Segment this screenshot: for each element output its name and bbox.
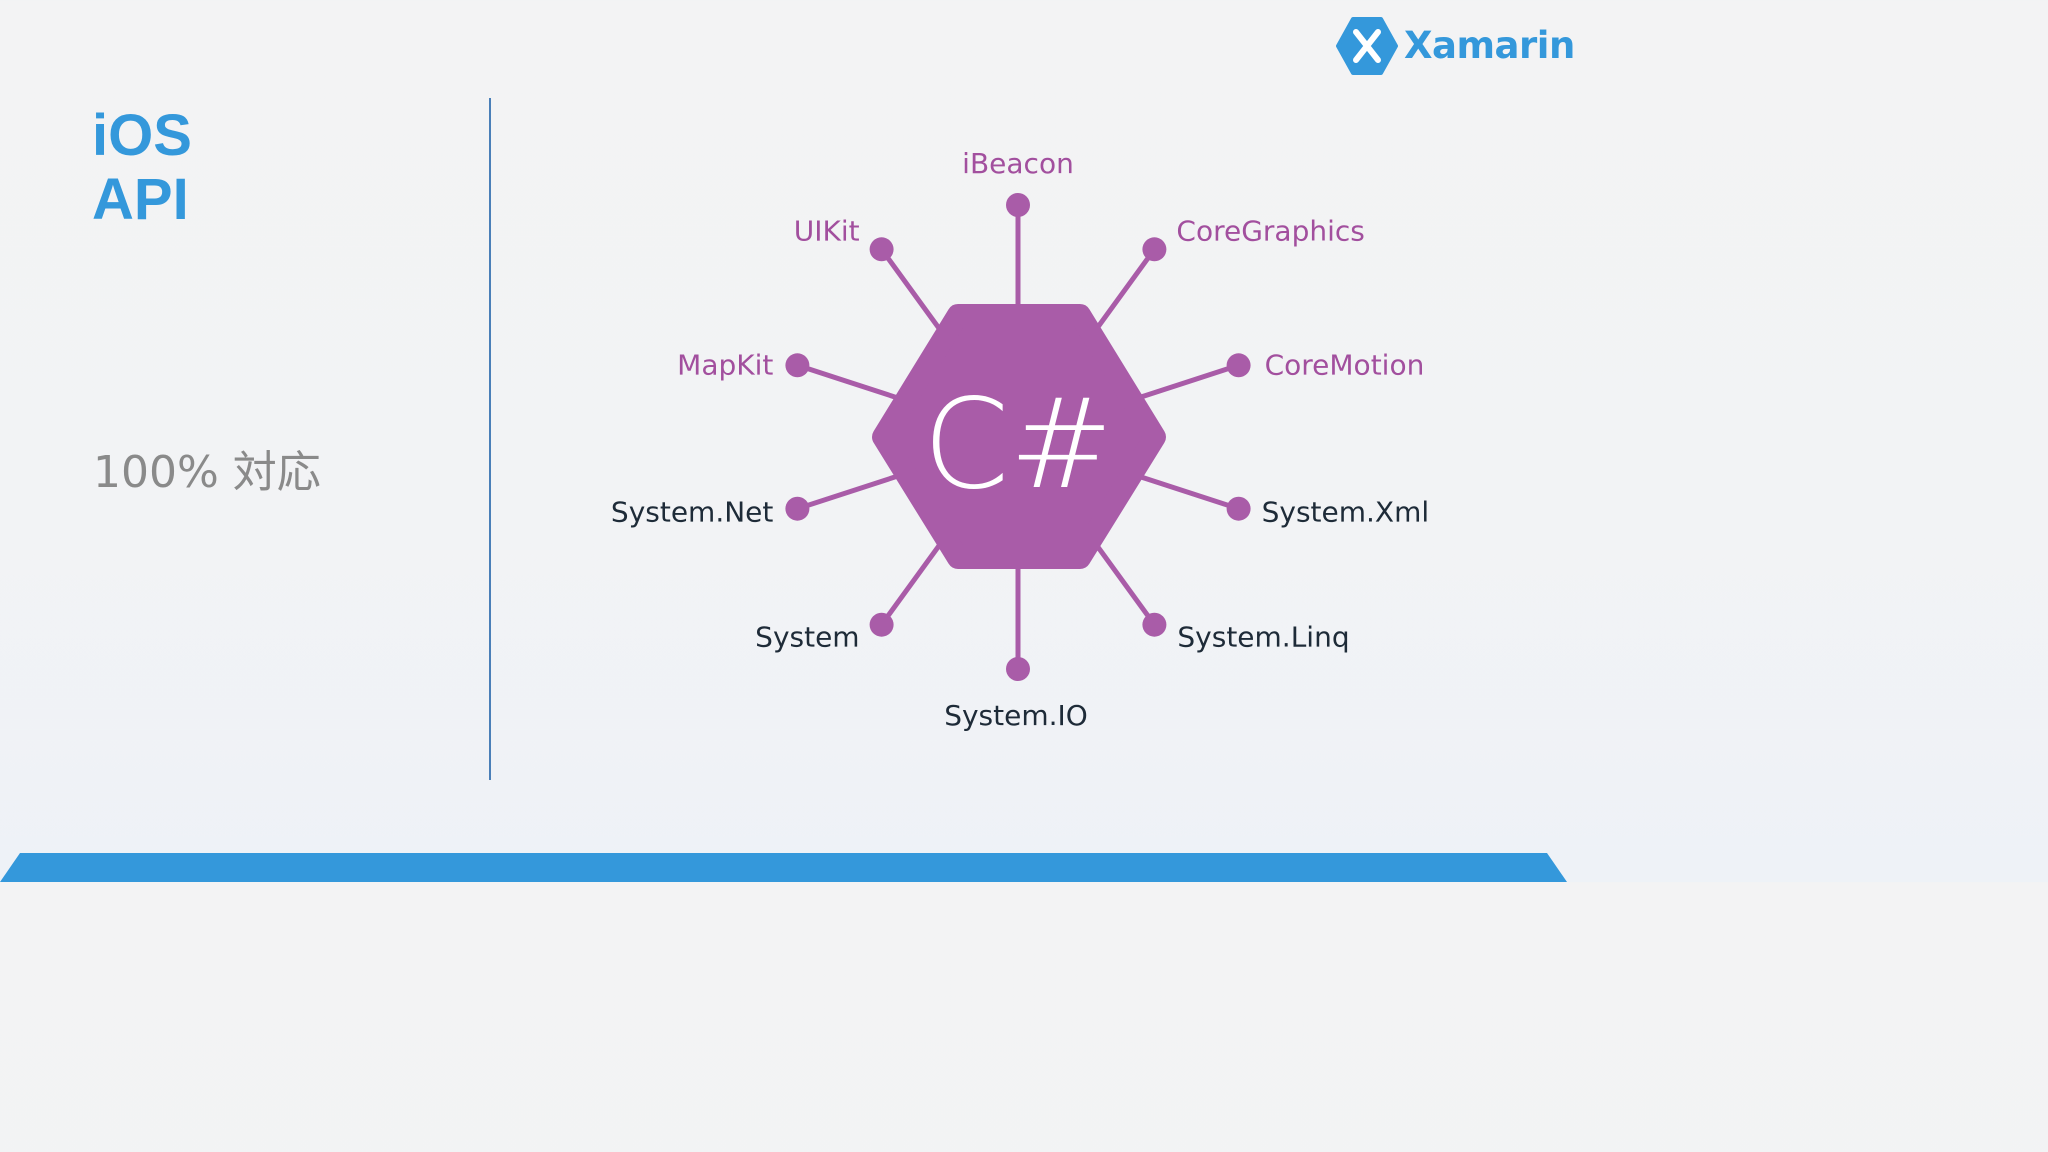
title-line-ios: iOS: [92, 103, 192, 168]
title-line-api: API: [92, 167, 189, 232]
csharp-hexagon-label: C#: [923, 373, 1113, 517]
csharp-hexagon: [872, 304, 1166, 569]
node-dot-system-net: [785, 496, 810, 521]
node-dot-uikit: [869, 237, 894, 262]
xamarin-logo: Xamarin: [1336, 16, 1575, 76]
node-dot-coremotion: [1226, 353, 1251, 378]
bottom-accent-bar: [0, 853, 1567, 882]
node-label-coremotion: CoreMotion: [1265, 348, 1425, 381]
node-dot-system-xml: [1226, 496, 1251, 521]
csharp-api-diagram: C# iBeaconCoreGraphicsCoreMotionSystem.X…: [611, 147, 1430, 732]
node-label-ibeacon: iBeacon: [962, 147, 1074, 180]
node-label-uikit: UIKit: [794, 214, 860, 247]
slide-title: iOS API: [92, 104, 192, 232]
node-dot-system-linq: [1142, 612, 1167, 637]
logo-text: Xamarin: [1404, 24, 1575, 67]
node-label-system-io: System.IO: [944, 699, 1088, 732]
slide-subtitle: 100% 対応: [93, 447, 321, 498]
node-dot-system-io: [1006, 657, 1030, 681]
node-label-system-xml: System.Xml: [1262, 496, 1430, 529]
node-dot-ibeacon: [1006, 193, 1030, 217]
node-label-system: System: [755, 621, 859, 654]
node-label-system-linq: System.Linq: [1177, 621, 1349, 654]
node-dot-coregraphics: [1142, 237, 1167, 262]
node-dot-system: [869, 612, 894, 637]
node-label-coregraphics: CoreGraphics: [1176, 214, 1364, 247]
node-label-system-net: System.Net: [611, 496, 773, 529]
node-dot-mapkit: [785, 353, 810, 378]
node-label-mapkit: MapKit: [677, 348, 773, 381]
xamarin-hexagon-x-icon: [1336, 17, 1398, 75]
vertical-divider: [489, 98, 491, 780]
